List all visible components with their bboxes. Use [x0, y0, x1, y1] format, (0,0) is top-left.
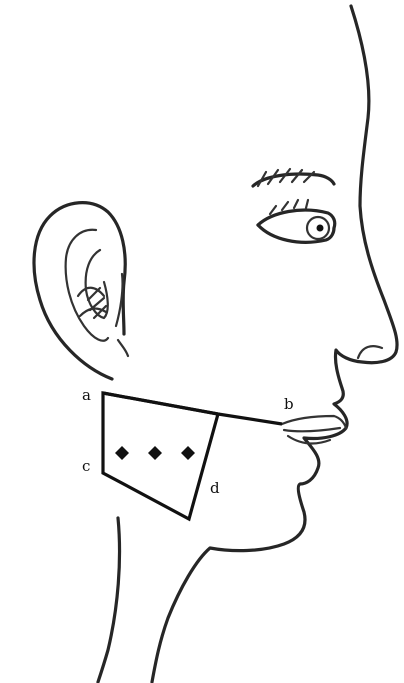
lip-line-detail [284, 428, 340, 431]
eye-pupil [317, 225, 324, 232]
label-a: a [82, 386, 91, 404]
upper-lip-detail [282, 416, 346, 428]
ear-inner-antihelix [66, 230, 108, 341]
face-profile-outline [152, 6, 397, 682]
ear-outer-helix [34, 203, 125, 379]
marker-diamond-1 [115, 446, 129, 460]
nostril-detail [358, 346, 382, 358]
ear-inner-fold [78, 288, 106, 316]
marker-diamond-3 [181, 446, 195, 460]
label-d: d [210, 479, 220, 497]
neck-back-line [98, 518, 120, 682]
label-b: b [284, 395, 294, 413]
marker-diamond-2 [148, 446, 162, 460]
label-c: c [82, 457, 90, 475]
